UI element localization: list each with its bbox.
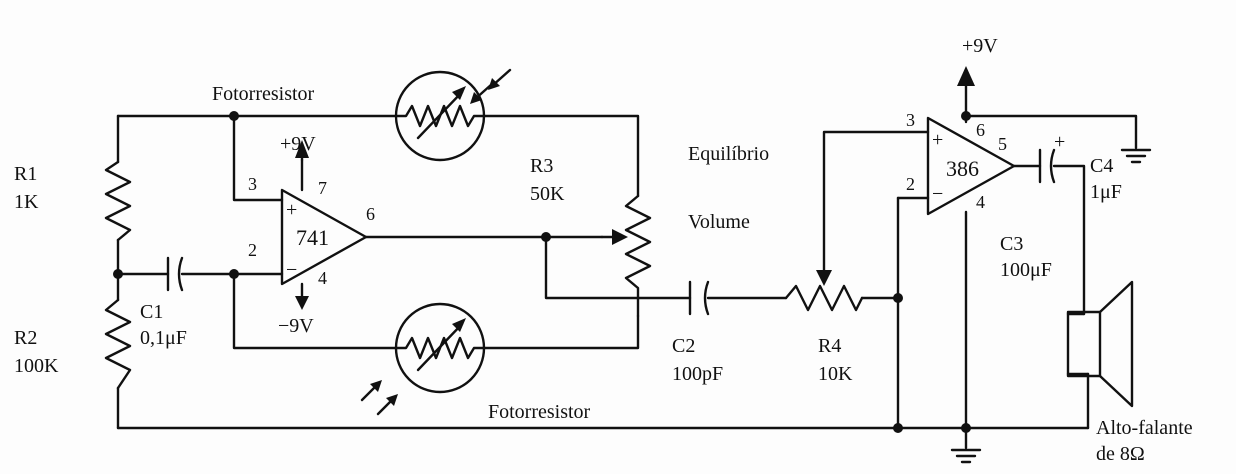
label-386-pin6: 6 (976, 120, 985, 140)
label-c3-name: C3 (1000, 233, 1023, 255)
junction-dot (893, 423, 903, 433)
junction-dot (961, 111, 971, 121)
junction-dot (541, 232, 551, 242)
label-c2-name: C2 (672, 335, 695, 357)
photoresistor-bottom (394, 302, 486, 394)
light-arrows-bottom (360, 380, 398, 416)
label-r3-value: 50K (530, 183, 565, 205)
capacitor-c2 (688, 280, 710, 316)
label-c1-name: C1 (140, 301, 163, 323)
amp-386-symbol (926, 116, 1016, 216)
label-386-pin2: 2 (906, 174, 915, 194)
capacitor-c4 (1038, 148, 1056, 184)
label-speaker-line1: Alto-falante (1096, 417, 1193, 439)
wiper-arrow-r3 (612, 229, 628, 245)
photoresistor-top (394, 70, 486, 162)
label-c1-value: 0,1μF (140, 327, 187, 349)
resistor-r1 (104, 160, 132, 242)
label-741-supply-neg: −9V (278, 315, 314, 337)
label-386-minus: − (932, 183, 943, 205)
label-speaker-line2: de 8Ω (1096, 443, 1145, 465)
label-r4-value: 10K (818, 363, 853, 385)
label-741-plus: + (286, 199, 297, 221)
resistor-r2 (104, 298, 132, 390)
ground-symbol-right (1120, 148, 1152, 164)
label-741-pin6: 6 (366, 204, 375, 224)
potentiometer-r4 (784, 284, 864, 312)
label-r3-name: R3 (530, 155, 553, 177)
label-386-supply: +9V (962, 35, 998, 57)
supply-arrow-741-neg (295, 296, 309, 310)
junction-dot (961, 423, 971, 433)
label-c4-polarity: + (1054, 131, 1065, 153)
label-741-chip: 741 (296, 225, 329, 250)
label-fotorresistor-bottom: Fotorresistor (488, 401, 591, 423)
junction-dot (893, 293, 903, 303)
label-741-pin4: 4 (318, 268, 327, 288)
label-r1-name: R1 (14, 163, 37, 185)
junction-dots (113, 111, 971, 433)
label-r2-name: R2 (14, 327, 37, 349)
label-741-supply-pos: +9V (280, 133, 316, 155)
junction-dot (113, 269, 123, 279)
label-386-pin3: 3 (906, 110, 915, 130)
label-r4-name: R4 (818, 335, 841, 357)
speaker-symbol (1066, 280, 1134, 408)
label-741-pin7: 7 (318, 178, 327, 198)
potentiometer-r3 (624, 194, 652, 318)
label-741-pin3: 3 (248, 174, 257, 194)
light-arrows-top (470, 68, 512, 104)
opamp-741-symbol (280, 188, 368, 286)
wiper-arrow-r4 (816, 270, 832, 286)
junction-dot (229, 269, 239, 279)
label-741-minus: − (286, 259, 297, 281)
label-r2-value: 100K (14, 355, 59, 377)
label-equilibrio: Equilíbrio (688, 143, 769, 165)
label-c2-value: 100pF (672, 363, 723, 385)
label-386-pin4: 4 (976, 192, 985, 212)
junction-dot (229, 111, 239, 121)
ground-symbol-bottom (950, 448, 982, 464)
label-r1-value: 1K (14, 191, 39, 213)
label-c3-value: 100μF (1000, 259, 1052, 281)
label-741-pin2: 2 (248, 240, 257, 260)
supply-arrow-386 (957, 66, 975, 86)
label-fotorresistor-top: Fotorresistor (212, 83, 315, 105)
label-volume: Volume (688, 211, 750, 233)
label-c4-name: C4 (1090, 155, 1113, 177)
capacitor-c1 (166, 256, 184, 292)
label-386-chip: 386 (946, 156, 979, 181)
label-386-pin5: 5 (998, 134, 1007, 154)
label-386-plus: + (932, 129, 943, 151)
label-c4-value: 1μF (1090, 181, 1122, 203)
